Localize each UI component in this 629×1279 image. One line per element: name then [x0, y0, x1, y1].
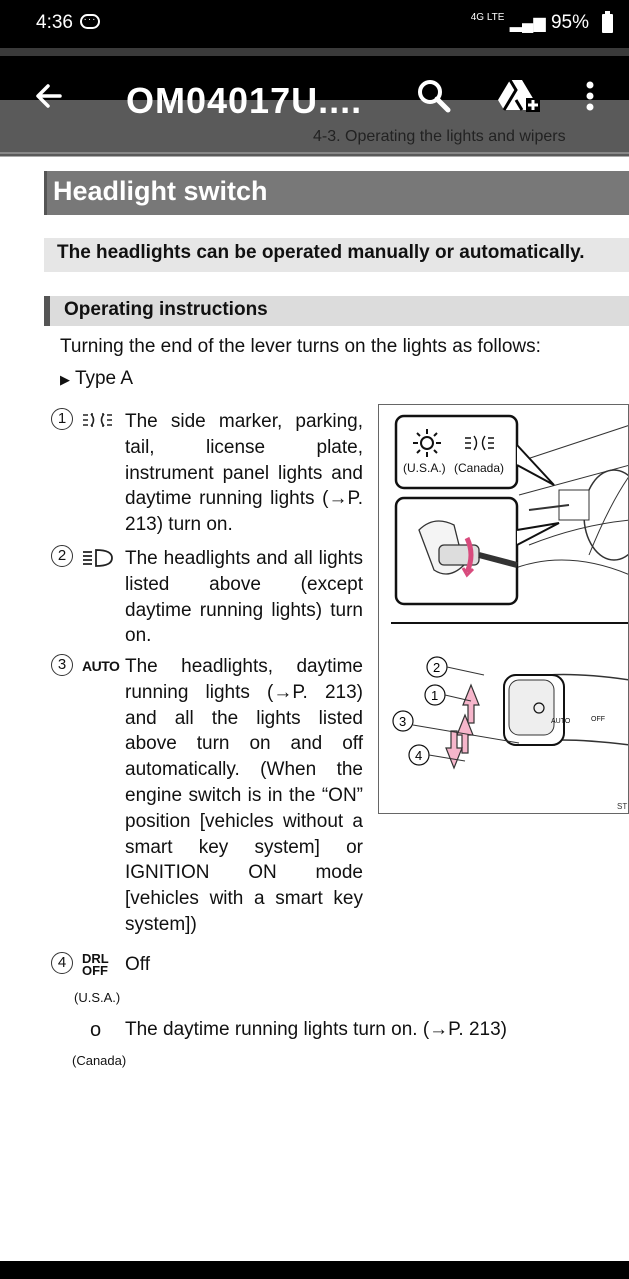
figure-label-usa: (U.S.A.) [403, 461, 446, 475]
message-icon: ··· [80, 14, 100, 29]
figure-callout-2: 2 [426, 656, 485, 678]
lead-text: Turning the end of the lever turns on th… [60, 336, 541, 357]
item-text: The daytime running lights turn on. (→P.… [125, 1019, 507, 1040]
app-bar: OM04017U.... [0, 56, 629, 156]
figure-label-canada: (Canada) [454, 461, 504, 475]
section-header: 4-3. Operating the lights and wipers [313, 128, 566, 145]
status-bar: 4:36 ··· 4G LTE ▂▄▆ 95% [0, 0, 629, 48]
side-marker-lamp-icon [83, 413, 112, 427]
intro-box: The headlights can be operated manually … [44, 238, 629, 272]
search-button[interactable] [414, 76, 454, 116]
figure-label-off: OFF [591, 716, 605, 723]
signal-icon: ▂▄▆ [509, 15, 546, 32]
arrow-left-icon [36, 84, 62, 108]
auto-symbol: AUTO [82, 658, 120, 674]
item-text: Off [125, 954, 150, 975]
item-text: The side marker, parking, tail, license … [125, 411, 363, 536]
more-vert-icon [586, 81, 594, 111]
figure-callout-4: 4 [408, 744, 466, 766]
figure-callout-1: 1 [424, 684, 472, 706]
network-label: 4G LTE [470, 12, 505, 23]
header-rule-thin [0, 156, 629, 157]
type-label-row: ▶ Type A [60, 368, 133, 390]
region-label: (Canada) [72, 1053, 127, 1068]
figure-label-auto: AUTO [551, 718, 571, 725]
svg-text:4: 4 [415, 748, 422, 763]
svg-text:1: 1 [431, 688, 438, 703]
header-rule [0, 152, 629, 154]
nav-bar [0, 1261, 629, 1279]
back-button[interactable] [30, 76, 70, 116]
battery-icon [602, 11, 613, 33]
headlight-icon [83, 549, 113, 567]
item-text: The headlights, daytime running lights (… [125, 656, 363, 935]
lever-figure: (U.S.A.) (Canada) AUTO OFF 2 1 [378, 404, 629, 814]
item-text: The headlights and all lights listed abo… [125, 548, 363, 647]
svg-text:2: 2 [433, 660, 440, 675]
subheading: Operating instructions [44, 296, 629, 326]
status-time: 4:36 [36, 12, 73, 33]
document-title: OM04017U.... [126, 80, 363, 121]
figure-code: ST [617, 802, 627, 811]
item-number: 3 [51, 654, 73, 676]
status-right: 4G LTE ▂▄▆ 95% [471, 12, 589, 34]
svg-text:3: 3 [399, 714, 406, 729]
lever-illustration: (U.S.A.) (Canada) AUTO OFF 2 1 [391, 414, 628, 811]
page-heading: Headlight switch [44, 171, 629, 215]
add-to-drive-button[interactable] [496, 76, 540, 116]
position-symbol: o [90, 1019, 102, 1041]
item-number: 2 [51, 545, 73, 567]
figure-callout-3: 3 [392, 710, 520, 744]
top-strip [0, 48, 629, 56]
battery-percent: 95% [550, 12, 589, 33]
type-label: Type A [74, 368, 134, 389]
search-icon [418, 80, 451, 113]
item-number: 4 [51, 952, 73, 974]
add-to-drive-icon [498, 79, 540, 112]
drl-off-symbol: DRL OFF [82, 951, 109, 978]
triangle-bullet-icon: ▶ [60, 372, 70, 387]
more-options-button[interactable] [578, 76, 602, 116]
region-label: (U.S.A.) [74, 990, 121, 1005]
item-number: 1 [51, 408, 73, 430]
